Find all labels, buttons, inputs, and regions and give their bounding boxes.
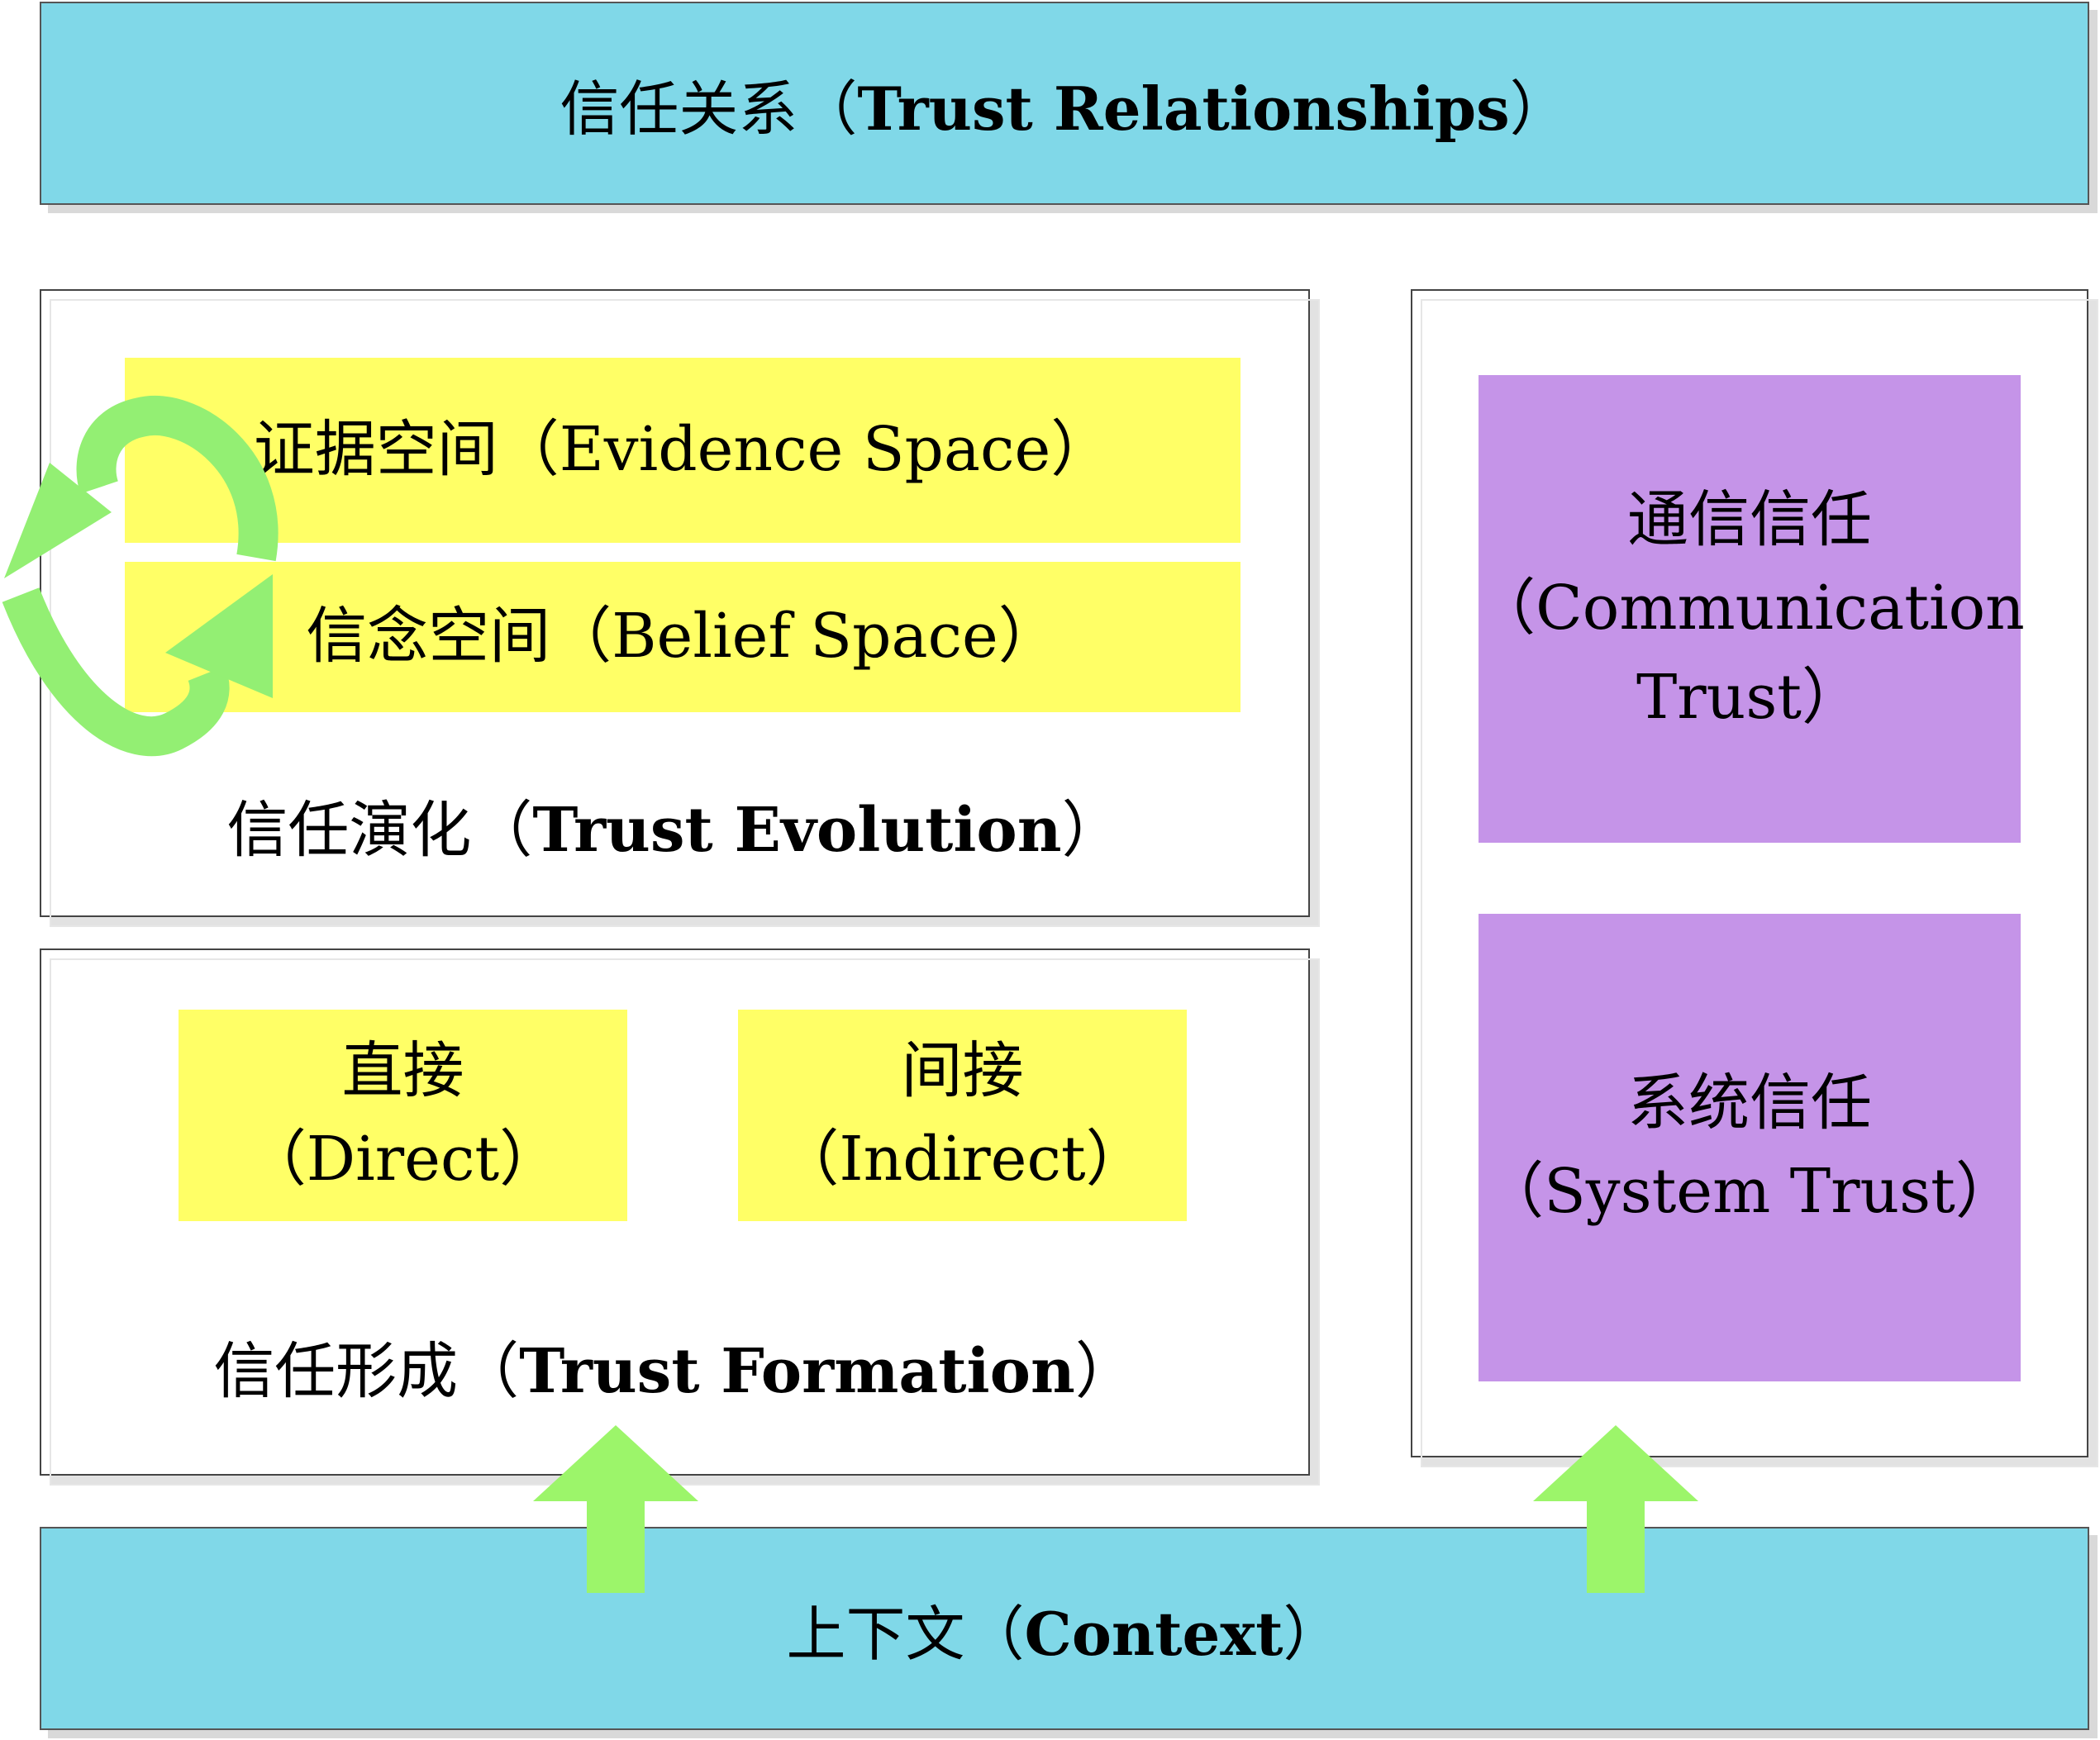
trust-formation-caption: 信任形成（Trust Formation） [40, 1322, 1310, 1410]
trust-relationships-zh: 信任关系（ [560, 74, 858, 144]
evidence-space-label: 证据空间（Evidence Space） [253, 414, 1112, 486]
system-trust-text: 系统信任 （System Trust） [1483, 1059, 2017, 1237]
direct-text: 直接 （Direct） [245, 1027, 560, 1205]
indirect-en: （Indirect） [778, 1124, 1147, 1195]
context-label: 上下文（Context） [787, 1585, 1343, 1672]
direct-box: 直接 （Direct） [179, 1010, 627, 1221]
communication-trust-en-2: Trust） [1636, 661, 1864, 733]
communication-trust-box: 通信信任 （Communication Trust） [1474, 375, 2025, 843]
trust-formation-zh: 信任形成（ [213, 1336, 520, 1407]
system-trust-zh: 系统信任 [1627, 1067, 1872, 1139]
system-trust-box: 系统信任 （System Trust） [1479, 914, 2021, 1381]
system-trust-en: （System Trust） [1483, 1156, 2017, 1227]
trust-relationships-band: 信任关系（Trust Relationships） [40, 2, 2089, 205]
communication-trust-zh: 通信信任 [1627, 484, 1872, 556]
trust-relationships-close: ） [1509, 74, 1569, 144]
context-band: 上下文（Context） [40, 1527, 2089, 1730]
evidence-space-box: 证据空间（Evidence Space） [125, 358, 1240, 543]
trust-formation-close: ） [1074, 1336, 1136, 1407]
direct-zh: 直接 [341, 1034, 464, 1106]
indirect-box: 间接 （Indirect） [738, 1010, 1187, 1221]
indirect-text: 间接 （Indirect） [778, 1027, 1146, 1205]
communication-trust-en-1: （Communication [1474, 573, 2025, 644]
trust-evolution-close: ） [1061, 795, 1123, 866]
trust-formation-en: Trust Formation [519, 1336, 1075, 1407]
indirect-zh: 间接 [901, 1034, 1024, 1106]
communication-trust-text: 通信信任 （Communication Trust） [1474, 476, 2025, 742]
trust-evolution-zh: 信任演化（ [226, 795, 533, 866]
trust-relationships-en: Trust Relationships [857, 73, 1510, 144]
direct-en: （Direct） [245, 1124, 561, 1195]
belief-space-label: 信念空间（Belief Space） [306, 601, 1060, 673]
context-zh: 上下文（ [786, 1599, 1025, 1669]
context-close: ） [1283, 1599, 1343, 1669]
trust-relationships-label: 信任关系（Trust Relationships） [560, 60, 1569, 147]
trust-evolution-en: Trust Evolution [532, 795, 1062, 866]
trust-evolution-caption: 信任演化（Trust Evolution） [40, 781, 1310, 869]
context-en: Context [1024, 1598, 1283, 1669]
belief-space-box: 信念空间（Belief Space） [125, 562, 1240, 712]
